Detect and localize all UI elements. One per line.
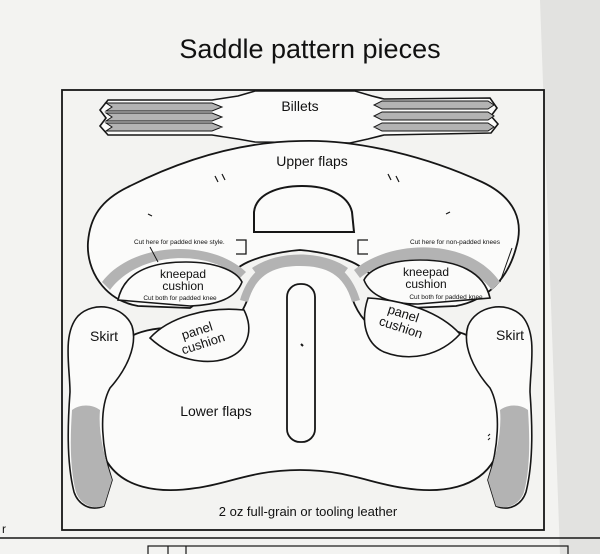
cut-pointer-right bbox=[499, 247, 513, 283]
tick-mark-2 bbox=[387, 173, 400, 183]
skirt-right-label: Skirt bbox=[496, 327, 524, 343]
kneepad-cushion-right: kneepad cushion Cut both for padded knee bbox=[363, 259, 491, 305]
upper-flaps-band-right bbox=[354, 247, 500, 290]
kneepad-left-outline bbox=[117, 261, 243, 307]
billet-strap-right-1 bbox=[372, 100, 495, 110]
kneepad-left-line1: kneepad bbox=[160, 267, 206, 281]
billet-strap-left-1 bbox=[104, 102, 224, 112]
dot-mark-1 bbox=[300, 343, 304, 347]
panel-left-outline bbox=[148, 308, 250, 363]
pattern-frame bbox=[61, 89, 545, 531]
billet-strap-right-2 bbox=[372, 111, 495, 121]
pommel-opening bbox=[253, 184, 356, 233]
cut-note-nonpadded: Cut here for non-padded knees bbox=[410, 239, 501, 246]
tick-mark-3 bbox=[147, 211, 451, 217]
skirt-right-shading bbox=[488, 405, 530, 508]
bottom-box bbox=[147, 545, 569, 554]
slot-mark-left bbox=[236, 239, 247, 255]
skirt-left-label: Skirt bbox=[90, 328, 118, 344]
kneepad-left-line2: cushion bbox=[162, 279, 203, 293]
billets-piece: Billets bbox=[98, 90, 500, 144]
skirt-left: Skirt bbox=[67, 306, 135, 509]
kneepad-cushion-left: kneepad cushion Cut both for padded knee bbox=[117, 261, 243, 307]
panel-right-outline bbox=[363, 297, 462, 358]
kneepad-left-note: Cut both for padded knee bbox=[143, 295, 217, 302]
skirt-left-shading bbox=[70, 405, 112, 508]
kneepad-right-line2: cushion bbox=[405, 277, 446, 291]
left-edge-fragment: r bbox=[2, 522, 6, 536]
lower-flaps-piece: Lower flaps bbox=[93, 256, 507, 491]
slot-mark-right bbox=[357, 239, 368, 255]
page-title: Saddle pattern pieces bbox=[179, 34, 440, 64]
upper-flaps-label: Upper flaps bbox=[276, 153, 348, 169]
panel-right-label: panel cushion bbox=[377, 300, 429, 341]
center-slot bbox=[286, 283, 316, 443]
kneepad-right-line1: kneepad bbox=[403, 265, 449, 279]
cut-pointer-left bbox=[149, 246, 159, 263]
upper-flaps-band-left bbox=[102, 249, 246, 290]
billet-strap-left-2 bbox=[104, 112, 224, 122]
panel-cushion-right: panel cushion bbox=[363, 297, 462, 358]
cut-note-padded: Cut here for padded knee style. bbox=[134, 239, 225, 246]
lower-flaps-channel-shading bbox=[240, 256, 360, 302]
panel-cushion-left: panel cushion bbox=[148, 308, 250, 363]
paper-shadow bbox=[540, 0, 600, 554]
skirt-right: Skirt bbox=[465, 306, 533, 509]
billet-strap-right-3 bbox=[372, 122, 495, 132]
material-note: 2 oz full-grain or tooling leather bbox=[219, 504, 398, 519]
lower-flaps-label: Lower flaps bbox=[180, 403, 252, 419]
dot-mark-2 bbox=[487, 433, 491, 441]
tick-mark-1 bbox=[214, 173, 226, 183]
billets-label: Billets bbox=[281, 98, 318, 114]
billet-strap-left-3 bbox=[104, 122, 224, 132]
kneepad-right-note: Cut both for padded knee bbox=[409, 294, 483, 301]
